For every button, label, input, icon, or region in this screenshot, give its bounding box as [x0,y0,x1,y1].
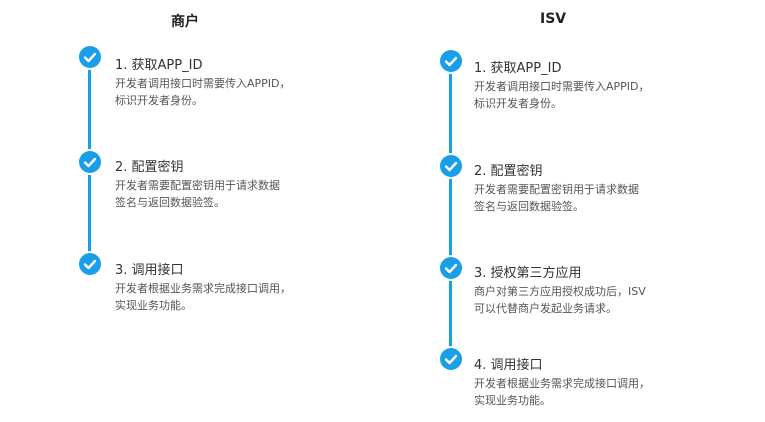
step-description: 开发者调用接口时需要传入APPID， 标识开发者身份。 [474,80,650,110]
check-circle-icon [79,151,101,173]
step-description: 开发者根据业务需求完成接口调用， 实现业务功能。 [474,377,650,407]
step-title: 3. 授权第三方应用 [474,266,582,281]
step-title: 2. 配置密钥 [474,164,543,179]
step-description: 开发者需要配置密钥用于请求数据 签名与返回数据验签。 [474,183,639,213]
merchant-column: 商户 1. 获取APP_ID 开发者调用接口时需要传入APPID， 标识开发者身… [0,0,380,422]
step-description: 开发者需要配置密钥用于请求数据 签名与返回数据验签。 [115,179,280,209]
step-title: 1. 获取APP_ID [115,58,203,73]
check-circle-icon [440,257,462,279]
check-circle-icon [440,50,462,72]
check-circle-icon [79,253,101,275]
step-description: 开发者根据业务需求完成接口调用， 实现业务功能。 [115,282,291,312]
check-circle-icon [440,348,462,370]
check-circle-icon [79,46,101,68]
check-circle-icon [440,155,462,177]
isv-column: ISV 1. 获取APP_ID 开发者调用接口时需要传入APPID， 标识开发者… [380,0,765,422]
step-description: 商户对第三方应用授权成功后，ISV 可以代替商户发起业务请求。 [474,285,646,315]
isv-timeline-line [449,62,452,360]
step-title: 1. 获取APP_ID [474,61,562,76]
step-title: 4. 调用接口 [474,358,543,373]
step-description: 开发者调用接口时需要传入APPID， 标识开发者身份。 [115,77,291,107]
isv-title: ISV [540,11,567,27]
step-title: 3. 调用接口 [115,263,184,278]
merchant-title: 商户 [171,14,199,30]
step-title: 2. 配置密钥 [115,160,184,175]
